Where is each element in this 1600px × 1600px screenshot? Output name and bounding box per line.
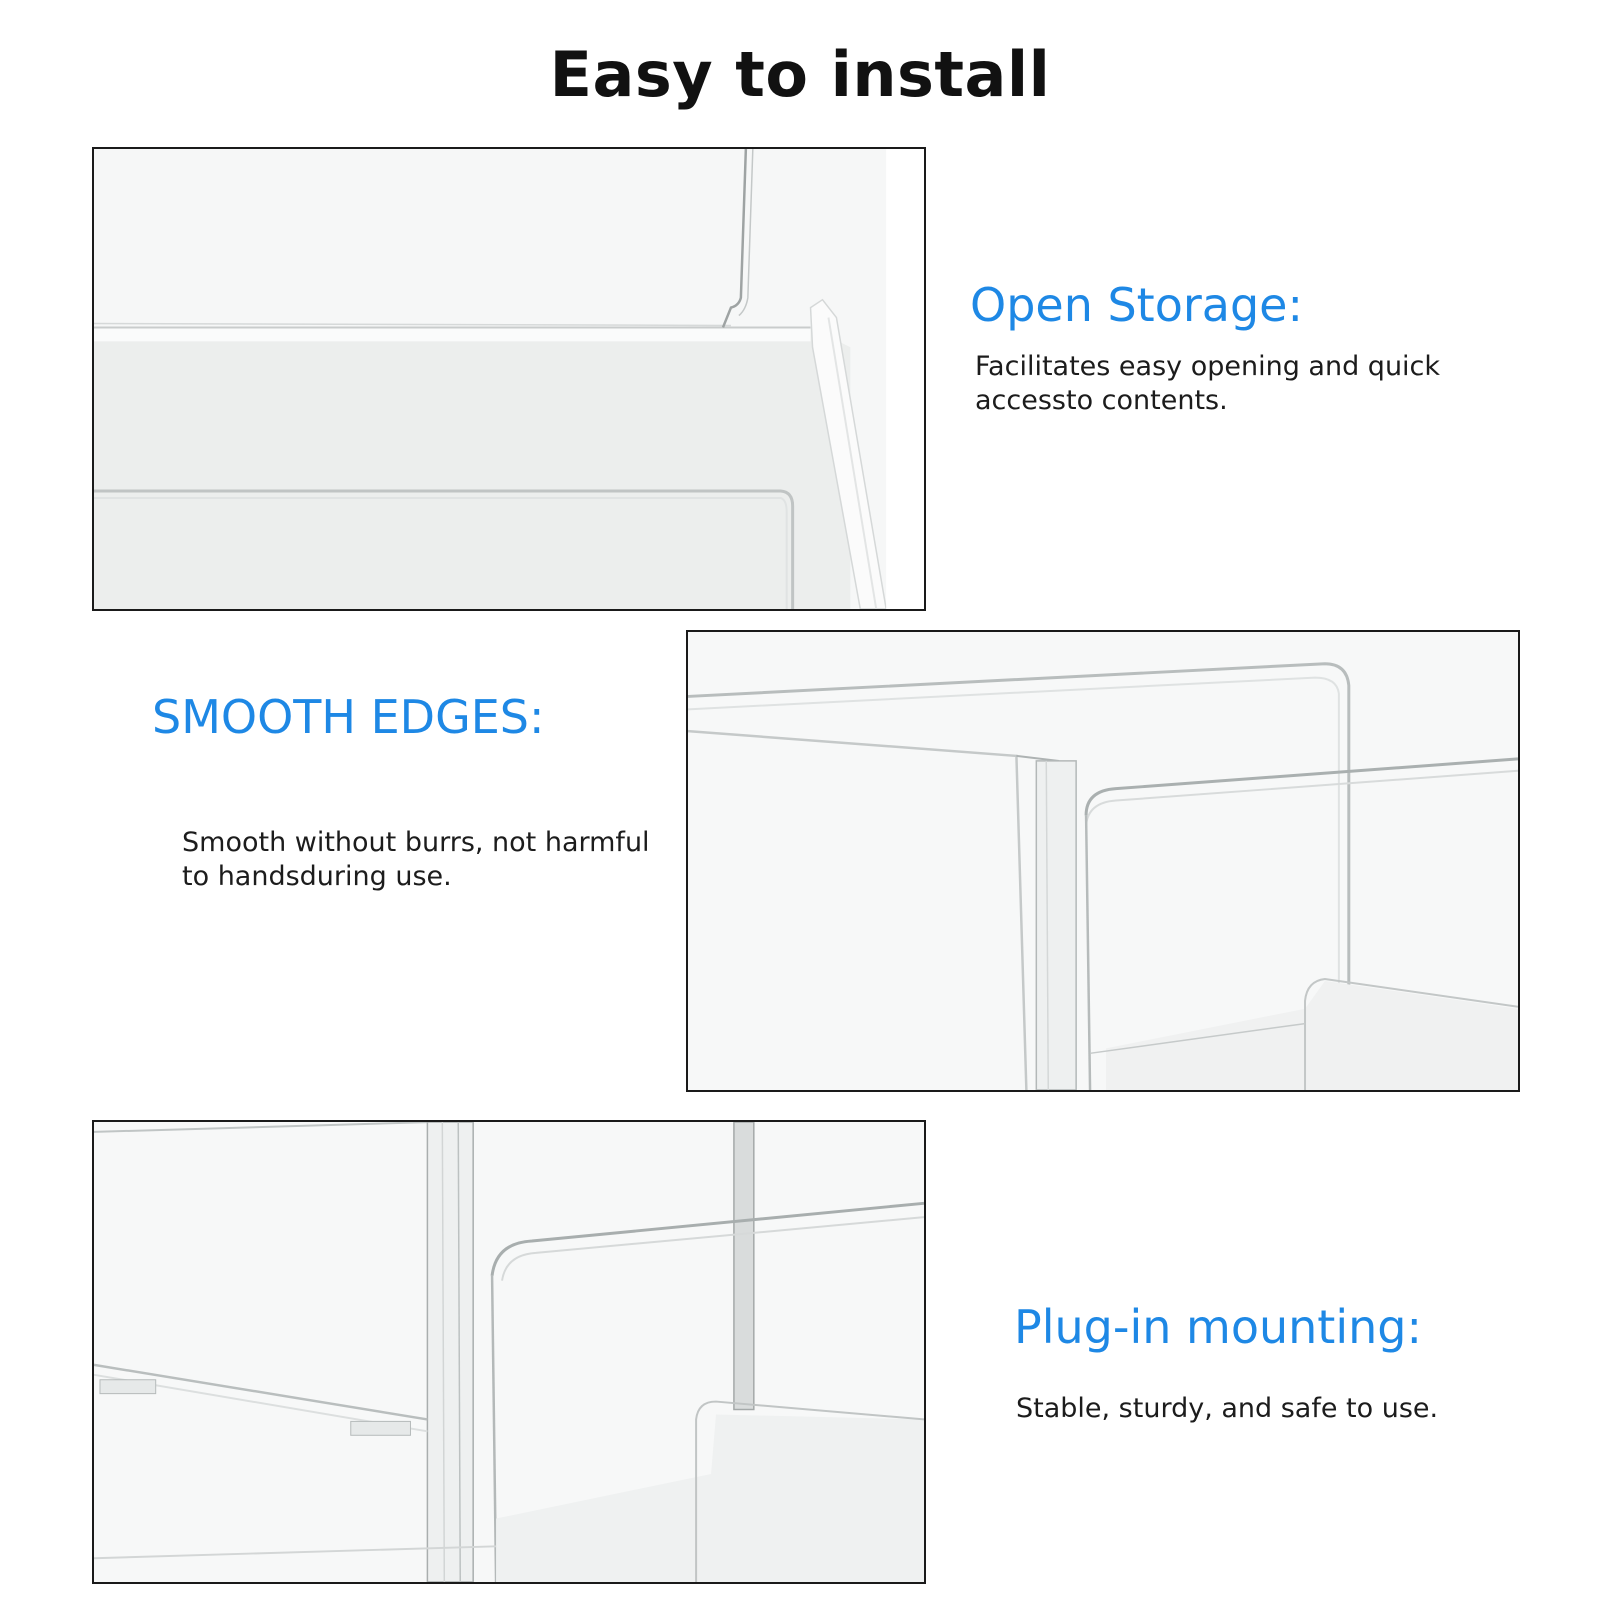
plug-in-mounting-illustration	[94, 1122, 924, 1582]
smooth-edges-description: Smooth without burrs, not harmful to han…	[182, 827, 650, 892]
smooth-edges-illustration	[688, 632, 1518, 1090]
open-storage-heading: Open Storage:	[970, 278, 1303, 332]
plug-in-mounting-description: Stable, sturdy, and safe to use.	[1016, 1393, 1439, 1424]
open-storage-description: Facilitates easy opening and quick acces…	[975, 351, 1441, 416]
plug-in-mounting-heading: Plug-in mounting:	[1014, 1300, 1422, 1354]
smooth-edges-heading: SMOOTH EDGES:	[152, 690, 545, 744]
page-title: Easy to install	[549, 38, 1051, 111]
open-lid-illustration	[94, 149, 924, 609]
plug-in-mounting-image	[92, 1120, 926, 1584]
open-storage-image	[92, 147, 926, 611]
smooth-edges-image	[686, 630, 1520, 1092]
